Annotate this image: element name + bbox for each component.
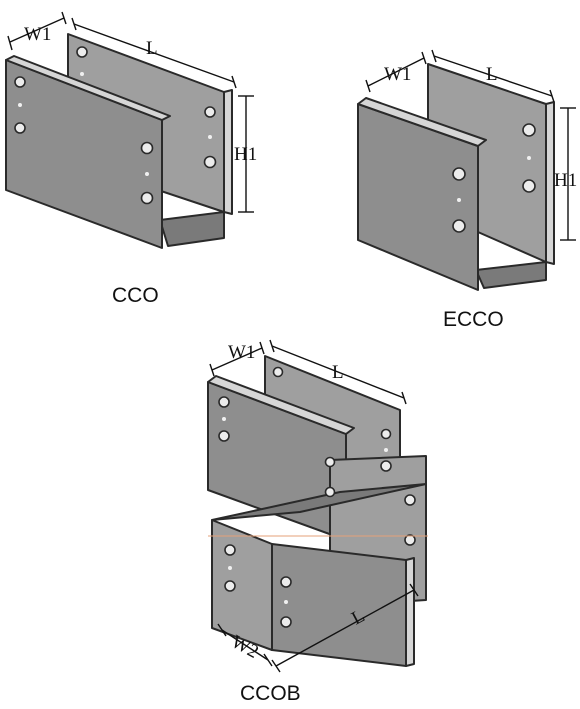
cco-hole (76, 46, 88, 58)
cco-nail-dot (145, 172, 149, 176)
ccob-upper-front-top-edge (207, 375, 355, 435)
ccob-hole (404, 534, 416, 546)
cco-hole (140, 141, 154, 155)
ecco-h1-label: H1 (554, 170, 577, 191)
ccob-hole (218, 396, 230, 408)
cco-l-label: L (146, 38, 158, 59)
ecco-nail-dot (527, 156, 531, 160)
cco-nail-dot (80, 72, 84, 76)
cco-hole (203, 155, 217, 169)
cco-hole (14, 122, 26, 134)
ccob-bracket (207, 355, 428, 667)
cco-dimensions: W1 L H1 (7, 11, 257, 213)
ccob-lower-top-plate (211, 483, 427, 521)
cco-nail-dot (208, 135, 212, 139)
ccob-nail-dot (222, 417, 226, 421)
ecco-hole (522, 179, 536, 193)
ecco-hole (522, 123, 536, 137)
cco-back-right-edge (223, 89, 233, 215)
cco-h1-label: H1 (234, 144, 257, 165)
ccob-nail-dot (284, 600, 288, 604)
cco-nail-dot (18, 103, 22, 107)
ccob-hole (280, 616, 292, 628)
ecco-l-label: L (486, 64, 498, 85)
cco-hole (204, 106, 216, 118)
ecco-bottom-plate (475, 261, 547, 289)
cco-bottom-plate (159, 211, 225, 247)
ecco-caption: ECCO (443, 308, 504, 331)
ccob-hole (224, 544, 236, 556)
cco-hole (140, 191, 154, 205)
cco-bracket (5, 33, 233, 249)
ccob-hole (380, 460, 392, 472)
ccob-hole (380, 428, 392, 440)
ccob-hole (324, 486, 336, 498)
ccob-l-top-label: L (332, 362, 344, 383)
ecco-bracket (357, 63, 555, 291)
ccob-hole (218, 430, 230, 442)
ccob-hole (404, 494, 416, 506)
ecco-hole (452, 219, 466, 233)
ccob-w1-label: W1 (228, 342, 255, 363)
ccob-hole (272, 366, 284, 378)
cco-front-top-edge (5, 55, 171, 121)
ecco-back-right-edge (545, 101, 555, 265)
ccob-hole (324, 456, 336, 468)
cco-w1-label: W1 (24, 24, 51, 45)
ccob-hole (224, 580, 236, 592)
ccob-caption: CCOB (240, 682, 301, 705)
cco-caption: CCO (112, 284, 159, 307)
ecco-w1-label: W1 (384, 64, 411, 85)
ecco-front-top-edge (357, 97, 487, 147)
cco-hole (14, 76, 26, 88)
ccob-lower-right-edge (405, 557, 415, 667)
ccob-nail-dot (384, 448, 388, 452)
ecco-hole (452, 167, 466, 181)
ecco-nail-dot (457, 198, 461, 202)
ccob-lower-left-plate (211, 519, 273, 651)
ecco-dimensions: W1 L H1 (365, 49, 577, 241)
ccob-hole (280, 576, 292, 588)
ccob-nail-dot (228, 566, 232, 570)
